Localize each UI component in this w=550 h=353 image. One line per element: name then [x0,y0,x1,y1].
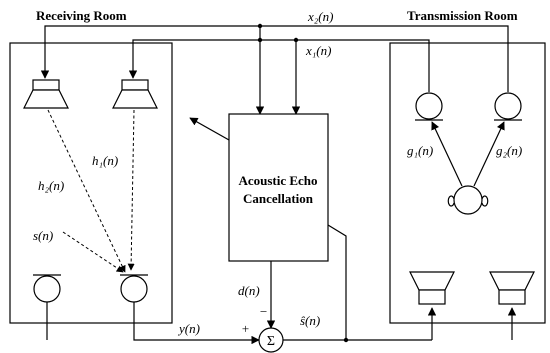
microphone-icon [415,92,443,121]
minus-sign: − [259,304,268,319]
s-label: s(n) [33,228,53,243]
adaptation-arrow [189,117,230,141]
y-wire [133,302,260,345]
echo-path-h1 [127,109,135,271]
x1-junction [257,37,263,43]
talker-head-icon [447,185,489,215]
loudspeaker-icon [23,79,69,109]
x2-wire [40,25,509,92]
feedback-wire [327,224,347,340]
feedback-junction [343,337,349,343]
microphone-icon [494,92,522,121]
receiving-room-title: Receiving Room [36,8,127,23]
receiving-room-box [9,42,173,324]
echo-path-h2 [47,109,126,273]
plus-sign: + [241,321,250,336]
loudspeaker-icon [489,271,535,305]
aec-block [228,113,329,262]
x1-label: x₁(n) [305,43,331,58]
path-g1 [431,121,463,187]
echo-path-s [62,231,124,273]
d-label: d(n) [238,283,260,298]
microphone-icon [120,274,148,303]
summation-symbol: Σ [267,334,275,349]
g2-label: g₂(n) [496,143,522,158]
path-g2 [473,121,505,187]
x1-wire [128,39,430,92]
g1-label: g₁(n) [407,143,433,158]
transmission-room-title: Transmission Room [407,8,518,23]
h1-label: h₁(n) [92,153,118,168]
aec-block-label-line1: Acoustic Echo [238,173,317,188]
microphone-icon [33,274,61,340]
transmission-room-box [389,42,546,324]
y-label: y(n) [177,321,200,336]
loudspeaker-icon [112,79,158,109]
x1-junction-2 [293,37,299,43]
aec-block-label-line2: Cancellation [243,191,314,206]
h2-label: h₂(n) [38,178,64,193]
shat-label: ŝ(n) [300,313,320,328]
x2-junction [257,23,263,29]
x2-label: x₂(n) [307,9,333,24]
loudspeaker-icon [409,271,455,305]
